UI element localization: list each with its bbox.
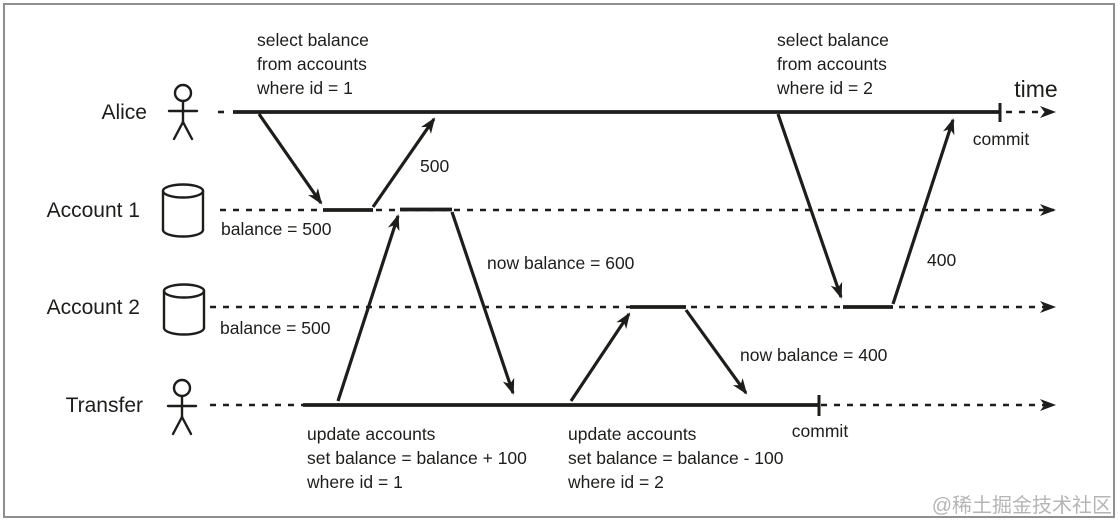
svg-text:where id = 2: where id = 2 — [776, 78, 873, 98]
alice-timeline — [218, 103, 1056, 122]
alice-commit-label: commit — [973, 129, 1030, 149]
transfer-timeline — [210, 395, 1056, 416]
query2-annotation: select balance from accounts where id = … — [776, 30, 889, 98]
svg-text:set balance = balance - 100: set balance = balance - 100 — [568, 448, 784, 468]
svg-text:where id = 1: where id = 1 — [256, 78, 353, 98]
svg-text:select balance: select balance — [777, 30, 889, 50]
svg-text:set balance = balance + 100: set balance = balance + 100 — [307, 448, 527, 468]
svg-text:from accounts: from accounts — [777, 54, 887, 74]
update2-reply-arrow — [684, 309, 748, 395]
svg-text:from accounts: from accounts — [257, 54, 367, 74]
query1-annotation: select balance from accounts where id = … — [256, 30, 369, 98]
svg-text:where id = 2: where id = 2 — [567, 472, 664, 492]
svg-text:update accounts: update accounts — [568, 424, 697, 444]
query2-request-arrow — [776, 113, 843, 299]
account1-initial-balance: balance = 500 — [221, 219, 332, 239]
account1-timeline — [220, 204, 1056, 216]
transfer-commit-label: commit — [792, 421, 849, 441]
update1-annotation: update accounts set balance = balance + … — [306, 424, 527, 492]
update2-request-arrow — [569, 312, 631, 402]
reply-value-500: 500 — [420, 156, 449, 176]
account1-new-balance: now balance = 600 — [487, 253, 635, 273]
database-icon — [161, 183, 205, 238]
query1-reply-arrow — [371, 117, 436, 208]
person-icon — [167, 83, 199, 141]
update1-request-arrow — [336, 214, 400, 402]
account2-initial-balance: balance = 500 — [220, 318, 331, 338]
account2-new-balance: now balance = 400 — [740, 345, 888, 365]
query2-reply-arrow — [891, 118, 955, 305]
actor-label-account2: Account 2 — [47, 296, 140, 319]
frame-border — [3, 3, 1115, 518]
reply-value-400: 400 — [927, 250, 956, 270]
actor-label-alice: Alice — [101, 101, 147, 124]
actor-label-transfer: Transfer — [66, 394, 143, 417]
update1-reply-arrow — [450, 211, 515, 395]
person-icon — [166, 378, 198, 436]
svg-text:update accounts: update accounts — [307, 424, 436, 444]
database-icon — [162, 283, 206, 336]
svg-text:select balance: select balance — [257, 30, 369, 50]
time-axis-label: time — [1014, 76, 1057, 102]
query1-request-arrow — [257, 113, 323, 205]
watermark: @稀土掘金技术社区 — [932, 494, 1112, 517]
update2-annotation: update accounts set balance = balance - … — [567, 424, 784, 492]
actor-label-account1: Account 1 — [47, 199, 140, 222]
svg-text:where id = 1: where id = 1 — [306, 472, 403, 492]
